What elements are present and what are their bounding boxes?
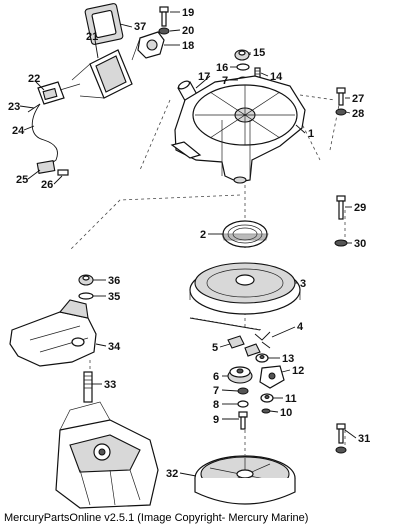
callout-28: 28 [352,108,364,120]
part-33-stud [83,371,93,403]
part-21-bracket [71,49,133,99]
part-28-washer [335,108,347,116]
part-8-washer [237,400,249,408]
callout-4: 4 [297,321,304,333]
part-32-starter-cup [194,455,296,505]
part-31-bolt [335,423,347,454]
callout-3: 3 [300,278,306,290]
callout-labels: 1 2 3 4 5 6 7 7 8 9 10 11 12 13 14 15 16… [8,7,370,480]
callout-24: 24 [12,125,25,137]
part-30-washer [334,239,348,247]
part-19-screw [159,6,169,27]
callout-6: 6 [213,371,219,383]
callout-18: 18 [182,40,194,52]
part-10-washer [261,408,271,414]
callout-8: 8 [213,399,219,411]
callout-33: 33 [104,379,116,391]
part-15-nut [234,49,250,61]
callout-5: 5 [212,342,218,354]
part-4-pawl-spring [254,331,271,349]
part-13-bushing [255,353,269,363]
part-22-switch [37,81,81,105]
callout-11: 11 [285,393,297,405]
part-34-bracket [9,299,97,367]
part-35-washer [78,292,94,300]
callout-30: 30 [354,238,366,250]
callout-37: 37 [134,21,146,33]
callout-22: 22 [28,73,40,85]
callout-27: 27 [352,93,364,105]
part-20-washer [158,27,170,35]
part-24-cable [27,103,58,167]
part-12-lever [259,365,285,389]
callout-17: 17 [198,71,210,83]
part-37-window [84,3,124,45]
part-27-bolt [336,87,346,106]
callout-7-bottom: 7 [213,385,219,397]
part-9-screw [238,411,248,430]
callout-25: 25 [16,174,28,186]
copyright-caption: MercuryPartsOnline v2.5.1 (Image Copyrig… [4,512,309,524]
part-7-washer-bottom [237,387,249,395]
callout-12: 12 [292,365,304,377]
callout-26: 26 [41,179,53,191]
leader-lines [19,11,357,477]
callout-21: 21 [86,31,98,43]
callout-35: 35 [108,291,120,303]
alignment-lines [69,94,346,455]
callout-1: 1 [308,128,314,140]
callout-16: 16 [216,62,228,74]
part-18-cam [131,31,165,61]
callout-7-top: 7 [222,75,228,87]
part-2-spring [221,220,269,248]
callout-29: 29 [354,202,366,214]
callout-2: 2 [200,229,206,241]
part-6-drive-plate [227,366,253,384]
callout-36: 36 [108,275,120,287]
callout-31: 31 [358,433,370,445]
part-11-washer [260,393,274,403]
callout-20: 20 [182,25,194,37]
callout-15: 15 [253,47,265,59]
part-25-connector [36,160,56,174]
part-1-housing [170,75,306,184]
callout-13: 13 [282,353,294,365]
part-5-pawl [227,335,261,357]
callout-10: 10 [280,407,292,419]
callout-34: 34 [108,341,121,353]
callout-23: 23 [8,101,20,113]
callout-9: 9 [213,414,219,426]
part-29-bolt [336,195,346,220]
part-16-washer [236,63,250,71]
rope [189,317,263,331]
part-26-clip [57,169,69,176]
callout-14: 14 [270,71,283,83]
part-36-nut [78,274,94,286]
callout-32: 32 [166,468,178,480]
callout-19: 19 [182,7,194,19]
engine-base [55,401,159,509]
part-3-pulley [189,262,301,315]
